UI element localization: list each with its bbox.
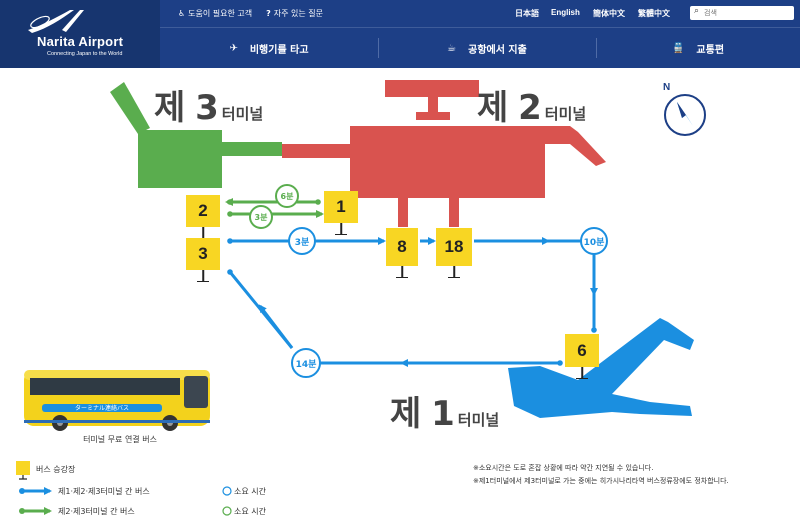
logo-tagline: Connecting Japan to the World — [47, 51, 123, 57]
time-marker-green-lower: 3분 — [249, 205, 273, 229]
route-node — [227, 199, 233, 205]
legend-time-green: 소요 시간 — [234, 507, 266, 516]
time-marker-green-upper: 6분 — [275, 184, 299, 208]
bus-stop-1[interactable]: 1 — [324, 191, 358, 235]
route-node — [557, 360, 563, 366]
utility-links: ♿도움이 필요한 고객 ?자주 있는 질문 — [178, 8, 323, 19]
header-divider — [160, 27, 800, 28]
nav-flights[interactable]: ✈비행기를 타고 — [229, 42, 309, 56]
svg-text:ターミナル連絡バス: ターミナル連絡バス — [75, 404, 129, 412]
legend-blue-route: 제1·제2·제3터미널 간 버스 — [58, 487, 150, 496]
notes: ※소요시간은 도로 혼잡 상황에 따라 약간 지연될 수 있습니다. ※제1터미… — [473, 462, 729, 488]
svg-text:10분: 10분 — [584, 237, 605, 248]
logo-text: Narita Airport — [37, 34, 124, 49]
shopping-icon: ☕ — [447, 42, 457, 54]
time-marker-blue-t1-t3: 14분 — [291, 348, 321, 378]
note-line: ※제1터미널에서 제3터미널로 가는 중에는 히가시나리타역 버스정류장에도 정… — [473, 477, 729, 485]
route-node — [315, 211, 321, 217]
legend-stop: 버스 승강장 — [36, 465, 76, 474]
nav-divider — [378, 38, 379, 58]
site-header: Narita Airport Connecting Japan to the W… — [0, 0, 800, 68]
lang-simplified-chinese[interactable]: 簡体中文 — [593, 9, 625, 18]
nav-divider — [596, 38, 597, 58]
nav-transport[interactable]: 🚆교통편 — [671, 42, 725, 56]
legend-graphics — [16, 461, 232, 516]
airplane-icon: ✈ — [229, 42, 238, 54]
lang-english[interactable]: English — [551, 8, 580, 17]
legend-green-route: 제2·제3터미널 간 버스 — [58, 507, 135, 516]
terminal-2-building — [282, 80, 606, 227]
svg-text:N: N — [663, 82, 670, 93]
terminal-3-building — [110, 82, 282, 188]
bus-caption: 터미널 무료 연결 버스 — [83, 435, 157, 444]
bus-stop-18[interactable]: 18 — [436, 228, 472, 278]
legend-time-blue: 소요 시간 — [234, 487, 266, 496]
compass-icon: N — [663, 82, 706, 136]
route-node — [315, 199, 321, 205]
svg-text:3분: 3분 — [255, 213, 269, 222]
svg-text:3분: 3분 — [295, 237, 310, 248]
question-icon: ? — [266, 9, 271, 18]
bus-stop-3[interactable]: 3 — [186, 238, 220, 282]
train-icon: 🚆 — [671, 42, 685, 54]
svg-text:6분: 6분 — [281, 192, 295, 201]
bus-stop-2[interactable]: 2 — [186, 195, 220, 239]
accessibility-icon: ♿ — [178, 9, 186, 18]
airplane-logo-icon — [28, 10, 84, 33]
green-route — [225, 198, 324, 218]
route-node — [591, 327, 597, 333]
shuttle-bus-image: ターミナル連絡バス — [24, 370, 210, 431]
nav-shopping[interactable]: ☕공항에서 지출 — [447, 42, 527, 56]
route-node — [227, 269, 233, 275]
bus-stop-8[interactable]: 8 — [386, 228, 418, 278]
terminal-1-building — [508, 318, 694, 418]
search-input[interactable] — [704, 7, 790, 19]
note-line: ※소요시간은 도로 혼잡 상황에 따라 약간 지연될 수 있습니다. — [473, 464, 654, 472]
util-link-accessibility[interactable]: ♿도움이 필요한 고객 — [178, 9, 253, 18]
time-marker-blue-t3-t2: 3분 — [288, 227, 316, 255]
svg-text:14분: 14분 — [296, 359, 317, 370]
bus-stop-6[interactable]: 6 — [565, 334, 599, 379]
search-box: ⌕ — [690, 6, 794, 20]
lang-traditional-chinese[interactable]: 繁體中文 — [638, 9, 670, 18]
lang-japanese[interactable]: 日本語 — [515, 9, 539, 18]
route-node — [227, 211, 233, 217]
logo[interactable]: Narita Airport Connecting Japan to the W… — [0, 0, 160, 68]
time-marker-blue-t2-t1: 10분 — [580, 227, 608, 255]
blue-route — [228, 237, 598, 367]
map-graphics: 6분 3분 3분 10분 14분 N — [16, 80, 706, 516]
route-node — [227, 238, 233, 244]
util-link-faq[interactable]: ?자주 있는 질문 — [266, 9, 324, 18]
search-icon[interactable]: ⌕ — [694, 6, 700, 16]
terminal-bus-map: 6분 3분 3분 10분 14분 N — [0, 68, 800, 526]
